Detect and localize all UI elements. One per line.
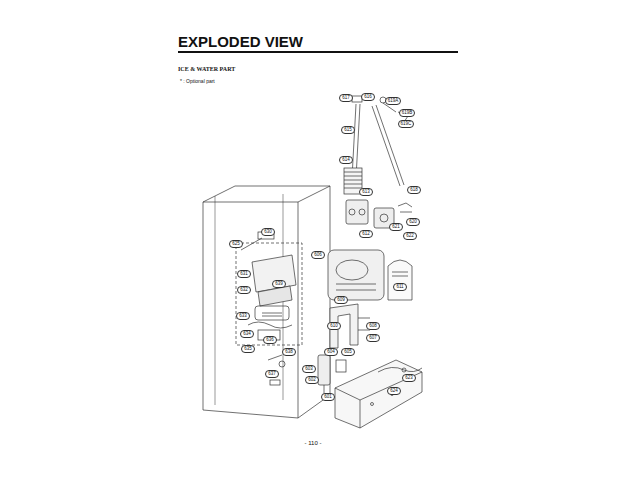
section-heading: ICE & WATER PART [178,66,235,72]
callout-number: 639 [272,280,286,288]
callout-number: 619B [399,109,416,117]
callout-number: 605 [341,348,355,356]
callout-number: 638 [282,348,296,356]
callout-number: 615 [341,126,355,134]
callout-number: 603 [302,365,316,373]
callout-number: 623 [402,374,416,382]
callout-number: 633 [236,312,250,320]
callout-number: 637 [265,370,279,378]
callout-number: 606 [311,251,325,259]
page-number: - 110 - [305,440,322,446]
callout-number: 632 [237,286,251,294]
callout-number: 635 [241,345,255,353]
callout-number: 636 [263,336,277,344]
callout-number: 608 [366,322,380,330]
callout-number: 612 [359,230,373,238]
callout-number: 610 [327,322,341,330]
callout-number: 624 [387,387,401,395]
callout-number: 625 [229,240,243,248]
callout-number: 620 [406,218,420,226]
callout-number: 614 [339,156,353,164]
callout-number: 630 [261,228,275,236]
legend-note: * : Optional part [180,78,215,84]
callout-number: 604 [324,348,338,356]
callout-number: 613 [359,188,373,196]
callout-number: 601 [321,393,335,401]
callout-number: 619A [385,97,402,105]
callout-number: 631 [237,270,251,278]
callout-number: 602 [305,376,319,384]
callout-number: 611 [393,283,406,291]
callout-number: 616 [361,93,375,101]
callout-number: 618 [407,186,421,194]
callout-number: 619C [398,120,415,128]
callout-number: 622 [403,232,417,240]
page-title: EXPLODED VIEW [178,33,303,50]
callout-number: 607 [366,334,380,342]
callout-number: 609 [334,296,348,304]
callout-number: 621 [389,223,403,231]
callout-number: 634 [240,330,254,338]
callout-number: 617 [339,94,353,102]
